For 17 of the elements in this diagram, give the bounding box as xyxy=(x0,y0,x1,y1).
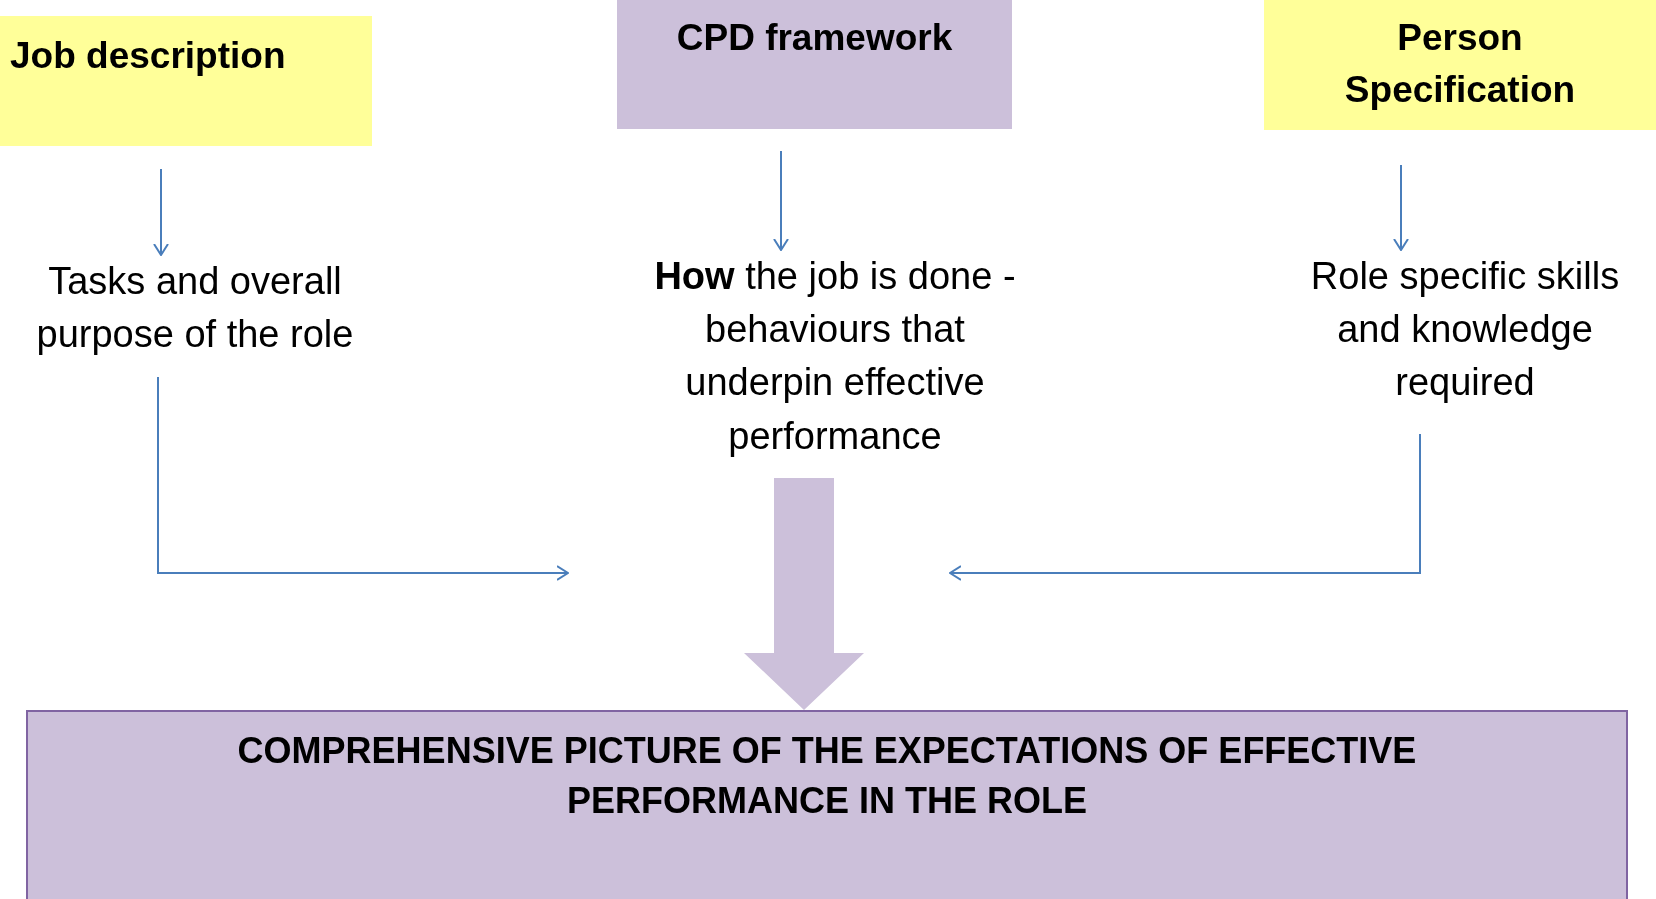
description-text: Tasks and overall purpose of the role xyxy=(0,255,390,377)
arrow xyxy=(157,376,569,581)
framework-box xyxy=(617,0,1012,129)
arrow xyxy=(773,150,789,251)
document-box xyxy=(0,16,372,146)
block-arrow xyxy=(744,478,864,710)
arrow xyxy=(1393,164,1409,251)
box-label: COMPREHENSIVE PICTURE OF THE EXPECTATIONS OF EFFECTIVE PERFORMANCE IN THE ROLE xyxy=(236,729,1418,824)
arrow xyxy=(949,433,1421,581)
outcome-box xyxy=(26,710,1628,899)
specification-box xyxy=(1264,0,1656,130)
arrow xyxy=(153,168,169,256)
box-label: Job description xyxy=(10,34,287,78)
box-label: CPD framework xyxy=(675,16,954,60)
description-text: How the job is done - behaviours that underpin effective performance xyxy=(635,250,1035,472)
box-label: Person Specification xyxy=(1343,16,1577,112)
description-text: Role specific skills and knowledge required xyxy=(1280,250,1650,434)
